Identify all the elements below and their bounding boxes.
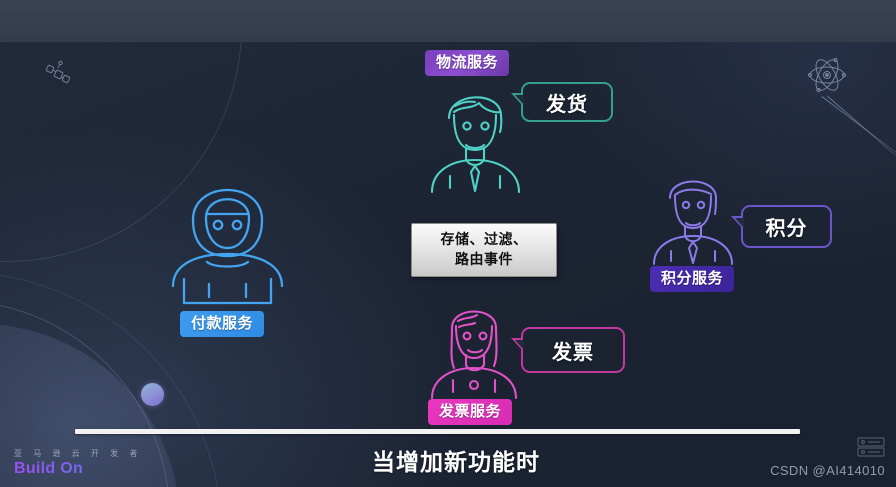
bubble-logistics-ship-text: 发货 [546,93,588,116]
person-hijab-outline-icon [171,189,284,305]
decorative-ray-b [827,96,896,181]
bubble-logistics-ship: 发货 [511,82,613,122]
person-male-outline-icon [653,180,733,265]
bubble-invoice: 发票 [511,327,625,373]
badge-invoice-service: 发票服务 [428,399,513,425]
badge-payment-service: 付款服务 [180,311,265,337]
atom-icon [807,57,847,93]
event-bus-box: 存储、过滤、 路由事件 [411,223,557,277]
figure-logistics-service [428,82,523,194]
bubble-points: 积分 [731,205,832,248]
watermark-text: CSDN @AI414010 [770,463,885,478]
header-bar [0,0,896,42]
build-on-chinese-label: 亚 马 逊 云 开 发 者 [14,449,142,458]
figure-invoice-service [428,300,520,400]
person-male-outline-icon [430,96,521,194]
event-bus-line-1: 存储、过滤、 [440,231,528,247]
build-on-english-label: Build On [14,459,142,478]
build-on-logo: 亚 马 逊 云 开 发 者 Build On [14,448,142,478]
horizontal-divider [75,429,800,434]
badge-logistics-service: 物流服务 [425,50,510,76]
satellite-icon [45,60,71,84]
csdn-watermark-icon [857,437,885,457]
footer-caption: 当增加新功能时 [372,449,540,475]
gradient-sphere-icon [141,383,164,406]
badge-points-service: 积分服务 [650,266,735,292]
figure-points-service [651,168,735,266]
figure-payment-service [165,160,290,305]
bubble-points-text: 积分 [765,218,808,240]
event-bus-line-2: 路由事件 [455,251,513,267]
decorative-ray-a [821,96,896,176]
person-female-outline-icon [430,310,518,400]
bubble-invoice-text: 发票 [552,341,594,364]
